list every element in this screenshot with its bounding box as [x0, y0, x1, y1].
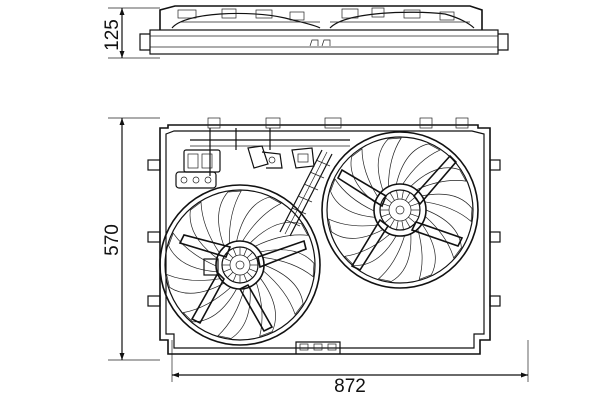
- hub-rib: [384, 196, 392, 204]
- hub-rib: [249, 257, 257, 262]
- hub-rib: [227, 252, 234, 259]
- right-fan-blade: [424, 209, 462, 259]
- hub-rib: [384, 216, 392, 224]
- right-fan-hub: [373, 183, 427, 237]
- right-fan-blade: [350, 148, 378, 203]
- right-fan-blades: [328, 137, 473, 282]
- left-fan-blade: [249, 221, 309, 247]
- connector-center: [247, 145, 283, 169]
- shroud-frame: [147, 117, 501, 355]
- left-fan-hub: [215, 240, 265, 290]
- hub-rib: [401, 190, 404, 200]
- left-fan-blade: [218, 190, 242, 248]
- right-fan-blade: [377, 233, 412, 282]
- left-fan-blade: [236, 196, 282, 242]
- hub-rib: [401, 220, 404, 230]
- right-fan-blade: [328, 218, 384, 239]
- hub-rib: [223, 268, 231, 273]
- left-fan-ring: [159, 184, 321, 346]
- left-fan-blade: [182, 286, 237, 323]
- hub-rib: [223, 257, 231, 262]
- hub-rib: [232, 274, 237, 282]
- left-fan-blades: [166, 190, 315, 339]
- left-fan-blade: [260, 249, 315, 278]
- hub-rib: [249, 268, 257, 273]
- hub-rib: [227, 271, 234, 278]
- left-fan-blade: [256, 277, 276, 337]
- hub-rib: [381, 202, 390, 207]
- hub-rib: [381, 213, 390, 218]
- left-fan-blade: [217, 286, 251, 339]
- hub-rib: [410, 202, 419, 207]
- hub-rib: [410, 213, 419, 218]
- height-dimension-label: 570: [102, 224, 123, 256]
- hub-rib: [405, 219, 411, 228]
- right-fan-blade: [395, 143, 441, 185]
- hub-rib: [232, 248, 237, 256]
- connector-right: [291, 147, 315, 169]
- hub-rib: [389, 192, 395, 201]
- left-fan: [159, 184, 321, 346]
- height-dimension: 570: [102, 117, 160, 361]
- right-fan-blade: [410, 167, 467, 191]
- left-fan-blade: [166, 273, 225, 294]
- right-fan-blade: [330, 178, 376, 218]
- hub-rib: [408, 216, 416, 224]
- wiring-harness: [190, 128, 350, 237]
- top-view: 125: [102, 5, 509, 59]
- front-view: 570 872: [102, 117, 529, 397]
- hub-rib: [389, 219, 395, 228]
- width-dimension-label: 872: [334, 376, 366, 397]
- hub-rib: [396, 190, 399, 200]
- right-fan-inner-ring: [326, 136, 474, 284]
- right-fan: [321, 131, 479, 289]
- hub-rib: [405, 192, 411, 201]
- right-fan-ring: [321, 131, 479, 289]
- right-fan-blade: [417, 223, 436, 280]
- left-fan-blade: [168, 232, 218, 273]
- left-fan-blade: [263, 264, 304, 316]
- connector-left: [175, 149, 221, 189]
- right-fan-blade: [377, 137, 402, 191]
- hub-rib: [396, 220, 399, 230]
- left-fan-blade: [189, 201, 220, 259]
- depth-dimension: 125: [102, 7, 160, 59]
- hub-rib: [246, 252, 253, 259]
- depth-dimension-label: 125: [102, 19, 123, 51]
- hub-rib: [246, 271, 253, 278]
- hub-rib: [243, 248, 248, 256]
- width-dimension: 872: [171, 340, 529, 397]
- right-fan-blade: [421, 193, 473, 223]
- hub-rib: [243, 274, 248, 282]
- left-fan-inner-ring: [164, 189, 316, 341]
- hub-rib: [408, 196, 416, 204]
